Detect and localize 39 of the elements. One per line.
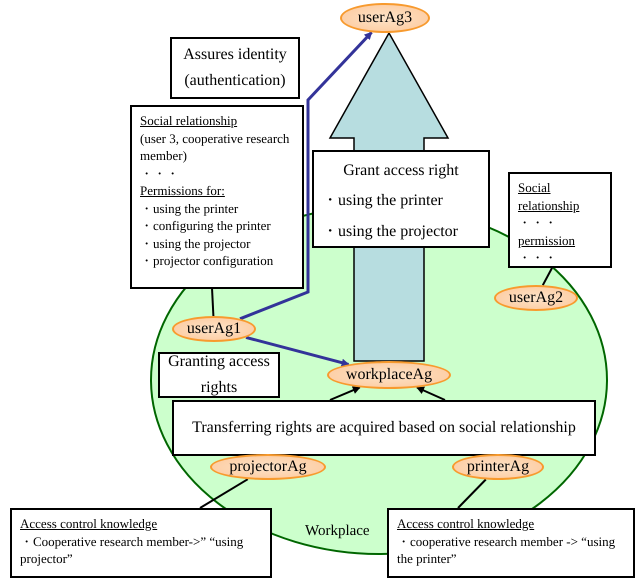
callout-text: ・Cooperative research member->” “using projector”: [20, 532, 244, 568]
callout-box: [508, 172, 612, 268]
leader-line: [199, 478, 248, 509]
agent-ellipse: userAg3: [340, 3, 430, 33]
callout-text: ・・・: [518, 214, 558, 232]
box-text: Transferring rights are acquired based on social relationship: [191, 419, 577, 437]
arrow: [416, 386, 446, 401]
callout-box: [10, 508, 272, 578]
text-box: [312, 150, 490, 248]
box-text: ・using the printer: [322, 191, 444, 212]
box-text: ・using the projector: [322, 222, 459, 242]
edge-label: Granting access rights: [158, 352, 280, 398]
box-text: Grant access right: [342, 161, 460, 181]
callout-text: Social relationship: [140, 112, 238, 130]
callout-text: Social relationship: [518, 179, 580, 214]
callout-text: Permissions for:: [140, 182, 226, 200]
callout-text: ・cooperative research member -> “using the printer”: [397, 532, 616, 568]
callout-text: Access control knowledge: [397, 515, 536, 533]
leader-line: [542, 268, 553, 286]
leader-line: [457, 478, 487, 509]
callout-box: [387, 508, 635, 578]
callout-text: permission: [518, 232, 576, 250]
callout-text: ・using the printer: [140, 200, 240, 218]
callout-text: Access control knowledge: [20, 515, 158, 533]
arrow: [246, 336, 350, 366]
callout-text: (user 3, cooperative research member): [140, 130, 290, 165]
region-label: Workplace: [305, 523, 370, 540]
callout-box: [130, 105, 304, 289]
block-arrow: [328, 31, 450, 362]
callout-text: ・projector configuration: [140, 252, 274, 270]
text-box: [172, 400, 596, 456]
leader-line: [211, 288, 214, 316]
edge-label: Assures identity (authentication): [170, 37, 300, 99]
arrow: [330, 386, 361, 401]
callout-text: ・using the projector: [140, 234, 252, 252]
callout-text: ・・・: [518, 249, 558, 267]
callout-text: ・configuring the printer: [140, 217, 272, 235]
arrow: [239, 31, 373, 320]
callout-text: ・・・: [140, 164, 180, 182]
